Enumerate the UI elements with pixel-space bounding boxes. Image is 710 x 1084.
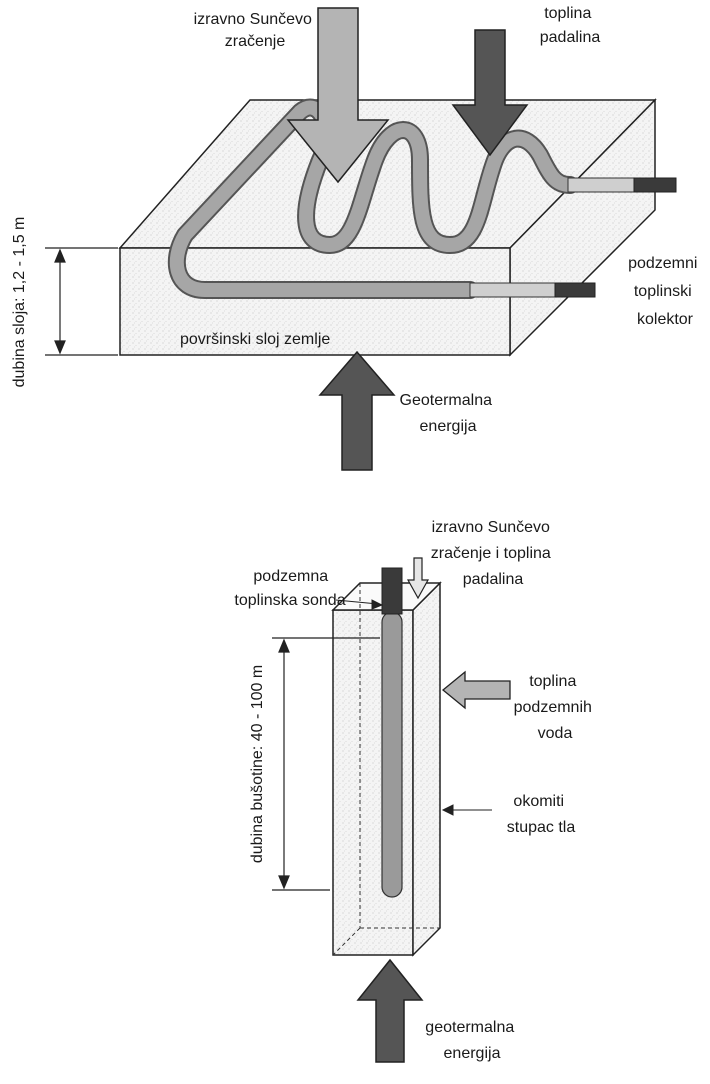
probe-depth-dimension (272, 637, 380, 891)
upper-pipe-dark-end (633, 177, 677, 193)
bottom-solar-label: izravno Sunčevo zračenje i toplina padal… (431, 519, 556, 588)
bottom-groundwater-label: toplina podzemnih voda (514, 673, 597, 742)
depth-dimension (45, 247, 118, 356)
probe-tube (381, 611, 403, 898)
vertical-probe-diagram: podzemna toplinska sonda izravno Sunčevo… (234, 519, 597, 1063)
pointer-lines (335, 599, 492, 816)
groundwater-heat-arrow (441, 670, 511, 710)
horizontal-collector-diagram: izravno Sunčevo zračenje toplina padalin… (11, 5, 702, 471)
probe-top-dark (381, 567, 403, 615)
top-precipitation-label: toplina padalina (540, 5, 601, 46)
lower-pipe-light-section (469, 282, 556, 298)
probe-solar-arrow (406, 557, 430, 600)
top-solar-label: izravno Sunčevo zračenje (194, 11, 317, 50)
lower-pipe-dark-end (554, 282, 596, 298)
precipitation-heat-arrow (451, 29, 529, 157)
hidden-edges (332, 583, 440, 956)
bottom-geothermal-label: geotermalna energija (425, 1019, 518, 1062)
top-surface-label: površinski sloj zemlje (180, 331, 330, 348)
bottom-depth-label: dubina bušotine: 40 - 100 m (249, 665, 266, 863)
bottom-column-label: okomiti stupac tla (507, 793, 576, 836)
top-collector-label: podzemni toplinski kolektor (628, 255, 702, 328)
solar-radiation-arrow (286, 7, 390, 184)
soil-column-right-face (412, 581, 441, 957)
bottom-geothermal-arrow (356, 958, 424, 1063)
upper-pipe-light-section (567, 177, 635, 193)
top-geothermal-label: Geotermalna energija (400, 392, 497, 435)
bottom-probe-label: podzemna toplinska sonda (234, 568, 345, 609)
geothermal-energy-arrow (318, 350, 396, 471)
top-depth-label: dubina sloja: 1,2 - 1,5 m (11, 217, 28, 388)
